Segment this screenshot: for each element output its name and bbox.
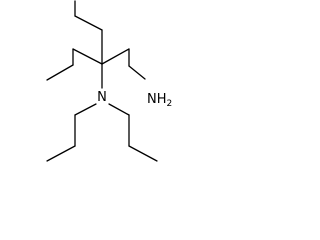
bond <box>46 145 76 162</box>
bond <box>128 65 146 80</box>
tertiary-amine-n-label: N <box>97 90 107 105</box>
primary-amine-label: NH2 <box>147 92 172 109</box>
bond <box>128 145 158 162</box>
primary-amine-h: H <box>157 92 167 107</box>
primary-amine-n: N <box>147 92 157 107</box>
primary-amine-h-count: 2 <box>167 99 173 109</box>
bond <box>46 64 74 81</box>
bond <box>72 48 103 65</box>
bond <box>74 103 97 116</box>
bond <box>74 15 103 31</box>
molecule-structure: N NH2 <box>0 0 186 186</box>
bond <box>101 48 130 65</box>
bond <box>108 103 130 116</box>
